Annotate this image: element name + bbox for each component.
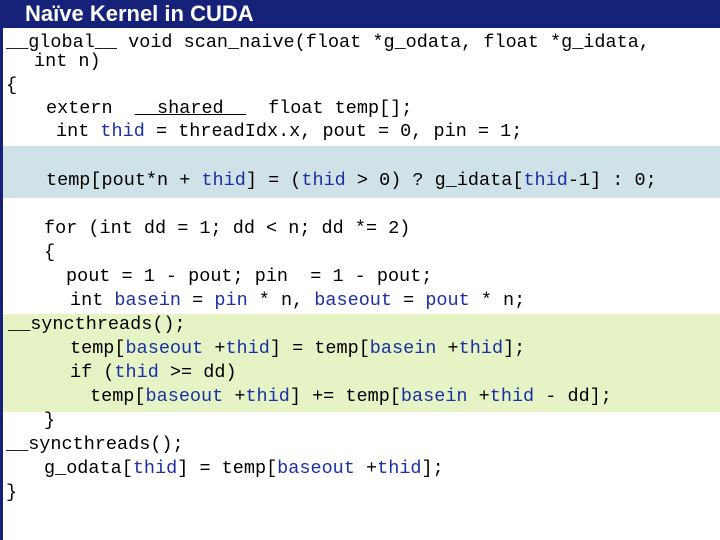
code-token: = threadIdx.x, pout = 0, pin = 1; [144, 121, 523, 142]
code-token: -1] : 0; [567, 170, 657, 191]
highlight-band-loop [3, 314, 720, 412]
code-token: float temp[]; [245, 98, 413, 119]
code-token: - dd]; [534, 386, 612, 407]
code-token-var-basein: basein [400, 386, 468, 407]
code-token: ] = temp[ [269, 338, 370, 359]
code-token-var-thid: thid [225, 338, 270, 359]
code-token-var-thid: thid [132, 458, 178, 479]
code-token: int [56, 121, 101, 142]
code-line-2: int n) [34, 51, 101, 72]
code-token-var-thid: thid [114, 362, 159, 383]
code-token-var-baseout: baseout [314, 290, 393, 311]
code-token: int [70, 290, 115, 311]
code-token: + [354, 458, 378, 479]
code-line-11-syncthreads: __syncthreads(); [8, 314, 186, 335]
code-token: temp[pout*n + [46, 170, 202, 191]
code-token-var-thid: thid [523, 170, 568, 191]
code-line-14: temp[baseout +thid] += temp[basein +thid… [90, 386, 612, 408]
code-token: if ( [70, 362, 115, 383]
title-bar: Naïve Kernel in CUDA [0, 0, 720, 28]
code-token-var-pout: pout [425, 290, 470, 311]
code-token-var-thid: thid [377, 458, 422, 479]
code-token: temp[ [90, 386, 146, 407]
code-token-var-thid: thid [100, 121, 145, 142]
code-token: * n, [247, 290, 315, 311]
code-line-8: { [44, 242, 56, 263]
code-line-18: } [6, 482, 18, 503]
code-token-keyword-shared: __shared__ [134, 98, 246, 119]
code-token: + [467, 386, 490, 407]
left-rule [0, 28, 3, 540]
code-token: = [392, 290, 426, 311]
code-token: ] = temp[ [177, 458, 278, 479]
code-line-17: g_odata[thid] = temp[baseout +thid]; [44, 458, 444, 480]
code-token: >= dd) [158, 362, 237, 383]
code-token: ]; [421, 458, 444, 479]
code-token: ]; [503, 338, 526, 359]
code-token-var-basein: basein [369, 338, 437, 359]
code-line-5: int thid = threadIdx.x, pout = 0, pin = … [56, 121, 522, 143]
code-token: = [181, 290, 215, 311]
slide-title: Naïve Kernel in CUDA [25, 1, 254, 26]
code-token: + [436, 338, 459, 359]
code-line-13: if (thid >= dd) [70, 362, 237, 384]
code-token-var-pin: pin [214, 290, 248, 311]
code-line-16-syncthreads: __syncthreads(); [6, 434, 184, 455]
code-token: temp[ [70, 338, 126, 359]
code-token-var-baseout: baseout [125, 338, 204, 359]
code-token-var-thid: thid [301, 170, 346, 191]
code-line-6: temp[pout*n + thid] = (thid > 0) ? g_ida… [46, 170, 657, 192]
code-line-1: __global__ void scan_naive(float *g_odat… [6, 32, 650, 53]
code-token: * n; [469, 290, 526, 311]
code-token-var-baseout: baseout [145, 386, 224, 407]
highlight-band-init [3, 146, 720, 198]
code-line-7: for (int dd = 1; dd < n; dd *= 2) [44, 218, 411, 239]
code-line-4: extern __shared__ float temp[]; [46, 98, 412, 120]
code-token: ] = ( [245, 170, 302, 191]
code-line-9: pout = 1 - pout; pin = 1 - pout; [66, 266, 432, 288]
code-token: > 0) ? g_idata[ [345, 170, 524, 191]
code-token: ] += temp[ [289, 386, 401, 407]
code-line-3: { [6, 75, 18, 96]
code-token: + [203, 338, 226, 359]
code-token-var-basein: basein [114, 290, 182, 311]
code-token-var-thid: thid [245, 386, 290, 407]
code-token-var-thid: thid [458, 338, 504, 359]
code-token: extern [46, 98, 135, 119]
code-token: pout = 1 - pout; pin = 1 - pout; [66, 266, 433, 287]
code-line-15: } [44, 410, 56, 431]
code-token-var-thid: thid [201, 170, 246, 191]
code-token: + [223, 386, 246, 407]
code-token: g_odata[ [44, 458, 133, 479]
code-line-12: temp[baseout +thid] = temp[basein +thid]… [70, 338, 525, 360]
code-token-var-thid: thid [489, 386, 535, 407]
code-token-var-baseout: baseout [277, 458, 355, 479]
code-line-10: int basein = pin * n, baseout = pout * n… [70, 290, 525, 312]
